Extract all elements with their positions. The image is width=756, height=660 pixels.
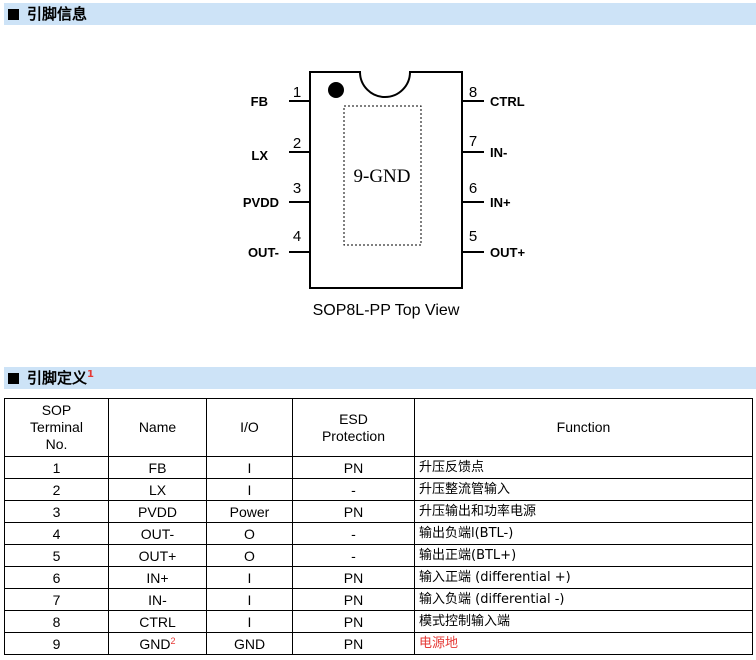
header-terminal-line: Terminal	[30, 419, 83, 435]
cell-io: O	[206, 544, 293, 567]
header-esd: ESD Protection	[292, 398, 415, 457]
pin-name: FB	[251, 94, 268, 109]
cell-no: 1	[4, 456, 109, 479]
cell-io: I	[206, 456, 293, 479]
bullet-square-icon	[8, 9, 19, 20]
pin-name: OUT+	[490, 245, 525, 260]
cell-function: 升压反馈点	[414, 456, 753, 479]
cell-no: 4	[4, 522, 109, 545]
table-row: 5 OUT+ O - 输出正端(BTL+)	[4, 544, 753, 567]
cell-name: LX	[108, 478, 207, 501]
cell-function: 输出正端(BTL+)	[414, 544, 753, 567]
footnote-marker: 2	[170, 635, 176, 646]
pin-number: 6	[469, 180, 477, 197]
pin-number: 1	[293, 84, 301, 101]
table-header-row: SOP Terminal No. Name I/O ESD Protection…	[4, 398, 753, 457]
cell-esd: -	[292, 478, 415, 501]
cell-esd: PN	[292, 610, 415, 633]
header-esd-line: ESD	[339, 410, 368, 427]
cell-name: FB	[108, 456, 207, 479]
header-terminal: SOP Terminal No.	[4, 398, 109, 457]
header-name: Name	[108, 398, 207, 457]
pin-name: LX	[251, 148, 268, 163]
cell-function: 输入负端 (differential -)	[414, 588, 753, 611]
table-row: 4 OUT- O - 输出负端l(BTL-)	[4, 522, 753, 545]
cell-io: GND	[206, 632, 293, 655]
header-function: Function	[414, 398, 753, 457]
cell-name: GND2	[108, 632, 207, 655]
package-outline	[309, 71, 463, 289]
cell-no: 3	[4, 500, 109, 523]
bullet-square-icon	[8, 373, 19, 384]
footnote-marker: 1	[87, 369, 94, 380]
section-header-pin-info: 引脚信息	[4, 3, 756, 25]
pin-number: 3	[293, 180, 301, 197]
cell-esd: PN	[292, 500, 415, 523]
cell-function: 电源地	[414, 632, 753, 655]
cell-name: OUT-	[108, 522, 207, 545]
pin-definition-table: SOP Terminal No. Name I/O ESD Protection…	[4, 398, 753, 655]
pin-number: 4	[293, 228, 301, 245]
pin-name: OUT-	[248, 245, 279, 260]
cell-name: CTRL	[108, 610, 207, 633]
table-row: 6 IN+ I PN 输入正端 (differential +)	[4, 566, 753, 589]
package-diagram: 9-GND 1 FB 2 LX 3 PVDD 4 OUT- 8 CTRL 7 I…	[243, 71, 525, 319]
pin-number: 5	[469, 228, 477, 245]
section-title: 引脚定义	[27, 369, 88, 387]
cell-function: 输出负端l(BTL-)	[414, 522, 753, 545]
pin1-marker-dot	[328, 82, 344, 98]
cell-no: 2	[4, 478, 109, 501]
table-row: 7 IN- I PN 输入负端 (differential -)	[4, 588, 753, 611]
cell-name: PVDD	[108, 500, 207, 523]
exposed-pad-label: 9-GND	[354, 166, 411, 187]
cell-esd: PN	[292, 456, 415, 479]
cell-esd: -	[292, 544, 415, 567]
cell-io: Power	[206, 500, 293, 523]
cell-name: IN+	[108, 566, 207, 589]
cell-esd: -	[292, 522, 415, 545]
pin-name: PVDD	[243, 195, 279, 210]
cell-io: I	[206, 588, 293, 611]
left-pins: 1 FB 2 LX 3 PVDD 4 OUT-	[243, 84, 310, 260]
table-row: 1 FB I PN 升压反馈点	[4, 456, 753, 479]
diagram-caption: SOP8L-PP Top View	[313, 302, 460, 319]
cell-function: 升压输出和功率电源	[414, 500, 753, 523]
cell-io: I	[206, 566, 293, 589]
cell-name: OUT+	[108, 544, 207, 567]
pin-name: CTRL	[490, 94, 525, 109]
pin-number: 8	[469, 84, 477, 101]
cell-function: 模式控制输入端	[414, 610, 753, 633]
cell-esd: PN	[292, 588, 415, 611]
header-esd-line: Protection	[321, 427, 386, 444]
cell-io: I	[206, 478, 293, 501]
header-io: I/O	[206, 398, 293, 457]
cell-no: 5	[4, 544, 109, 567]
pin-name: IN-	[490, 145, 507, 160]
table-row: 9 GND2 GND PN 电源地	[4, 632, 753, 655]
cell-name: IN-	[108, 588, 207, 611]
cell-io: I	[206, 610, 293, 633]
header-terminal-line: SOP	[41, 402, 72, 418]
table-row: 2 LX I - 升压整流管输入	[4, 478, 753, 501]
cell-esd: PN	[292, 566, 415, 589]
cell-function: 升压整流管输入	[414, 478, 753, 501]
pin-number: 7	[469, 133, 477, 150]
table-row: 8 CTRL I PN 模式控制输入端	[4, 610, 753, 633]
cell-no: 9	[4, 632, 109, 655]
cell-no: 8	[4, 610, 109, 633]
cell-no: 6	[4, 566, 109, 589]
pin-name: IN+	[490, 195, 511, 210]
cell-esd: PN	[292, 632, 415, 655]
cell-function: 输入正端 (differential +)	[414, 566, 753, 589]
cell-io: O	[206, 522, 293, 545]
right-pins: 8 CTRL 7 IN- 6 IN+ 5 OUT+	[462, 84, 525, 260]
table-row: 3 PVDD Power PN 升压输出和功率电源	[4, 500, 753, 523]
section-header-pin-definition: 引脚定义1	[4, 367, 756, 389]
header-terminal-line: No.	[45, 436, 68, 452]
cell-no: 7	[4, 588, 109, 611]
section-title: 引脚信息	[27, 5, 88, 23]
cell-name-text: GND	[139, 635, 171, 652]
pin-number: 2	[293, 135, 301, 152]
